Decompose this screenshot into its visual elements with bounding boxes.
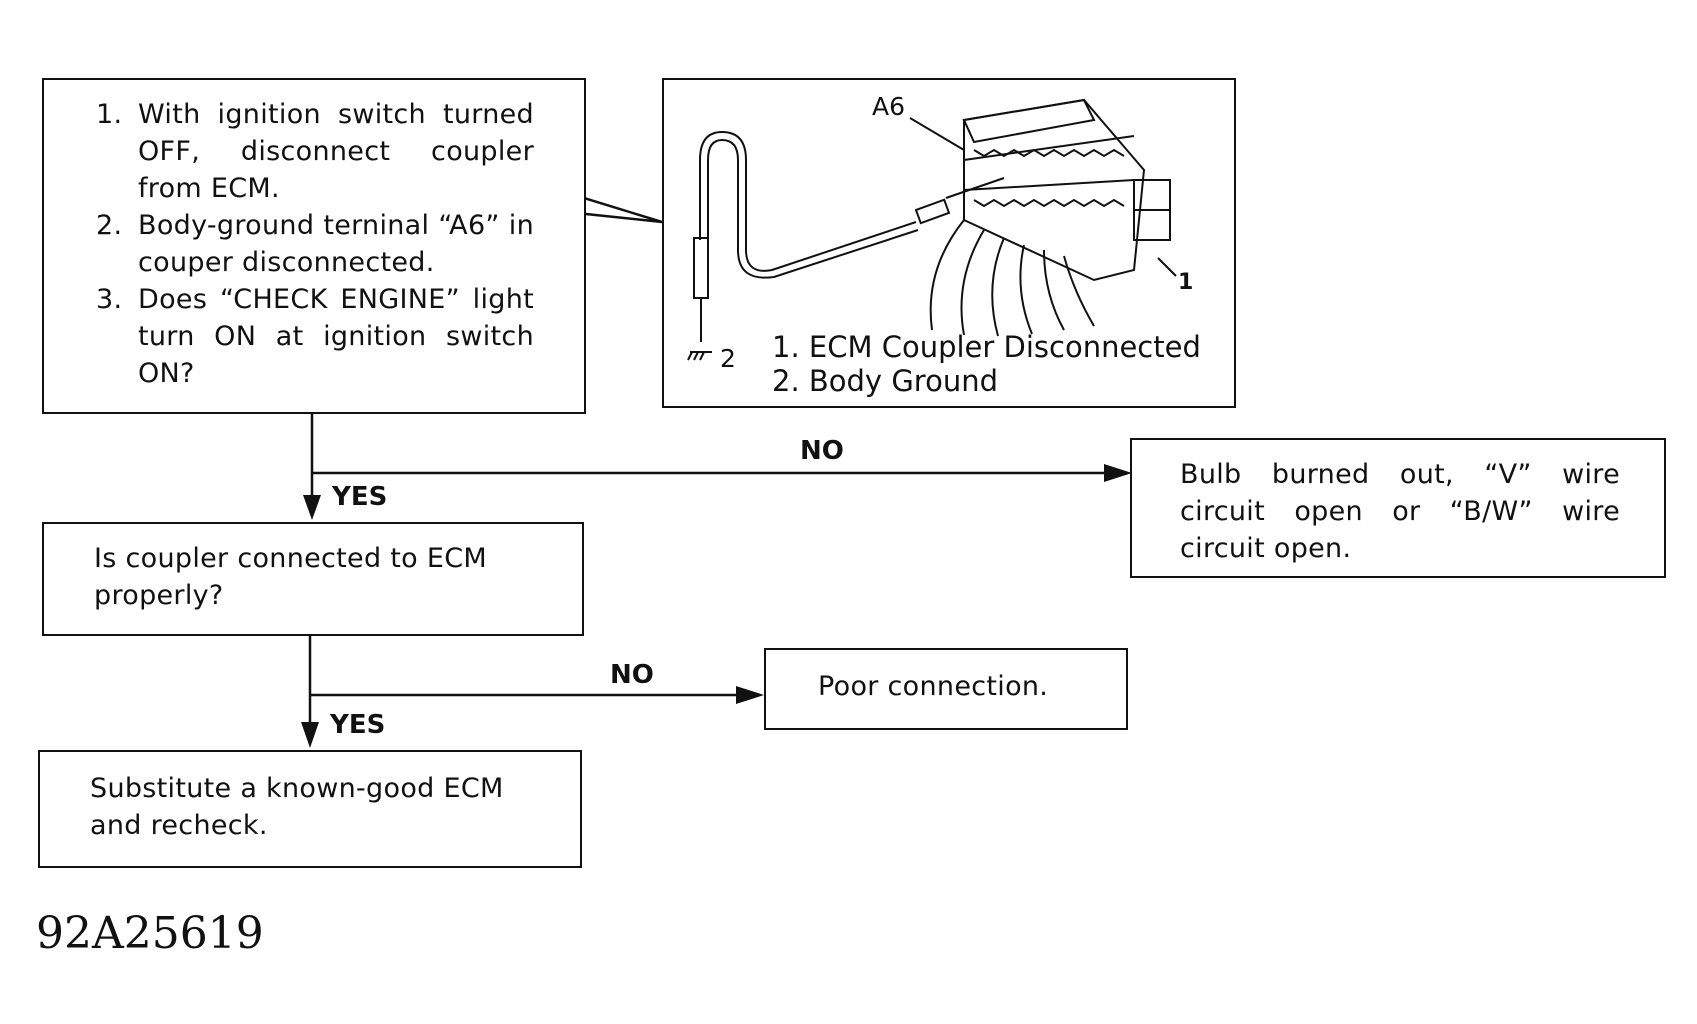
ecm-coupler-illustration	[687, 98, 1177, 361]
callout-a6-label: A6	[872, 92, 906, 121]
branch2-no-label: NO	[610, 660, 654, 690]
step1-item-1: 1. With ignition switch turned OFF, disc…	[96, 99, 534, 204]
arrow-right-2	[736, 686, 764, 704]
result-no2-text: Poor connection.	[818, 671, 1049, 702]
legend-item-1: 1. ECM Coupler Disconnected	[772, 330, 1201, 364]
callout-2-label: 2	[720, 344, 736, 373]
step1-item-3: 3. Does “CHECK ENGINE” light turn ON at …	[96, 284, 534, 389]
branch1-yes-label: YES	[332, 482, 388, 512]
step3-box: Substitute a known-good ECM and recheck.	[38, 750, 582, 868]
callout-1-label: 1	[1178, 270, 1194, 295]
illustration-legend: 1. ECM Coupler Disconnected 2. Body Grou…	[772, 330, 1201, 398]
result-no2-box: Poor connection.	[764, 648, 1128, 730]
legend-item-2: 2. Body Ground	[772, 364, 998, 398]
step1-item-2: 2. Body-ground terninal “A6” in couper d…	[96, 210, 534, 278]
step2-box: Is coupler connected to ECM properly?	[42, 522, 584, 636]
figure-id: 92A25619	[36, 908, 264, 959]
step3-text: Substitute a known-good ECM and recheck.	[90, 773, 504, 841]
branch2-yes-label: YES	[330, 710, 386, 740]
branch1-no-label: NO	[800, 436, 844, 466]
arrow-right-1	[1104, 464, 1132, 482]
illustration-box: A6 1 2 1. ECM Coupler Disconnected 2. Bo…	[662, 78, 1236, 408]
arrow-down-1	[303, 495, 321, 520]
arrow-down-2	[301, 722, 319, 748]
step1-box: 1. With ignition switch turned OFF, disc…	[42, 78, 586, 414]
step2-text: Is coupler connected to ECM properly?	[94, 543, 487, 611]
result-no1-text: Bulb burned out, “V” wire circuit open o…	[1180, 459, 1620, 564]
result-no1-box: Bulb burned out, “V” wire circuit open o…	[1130, 438, 1666, 578]
